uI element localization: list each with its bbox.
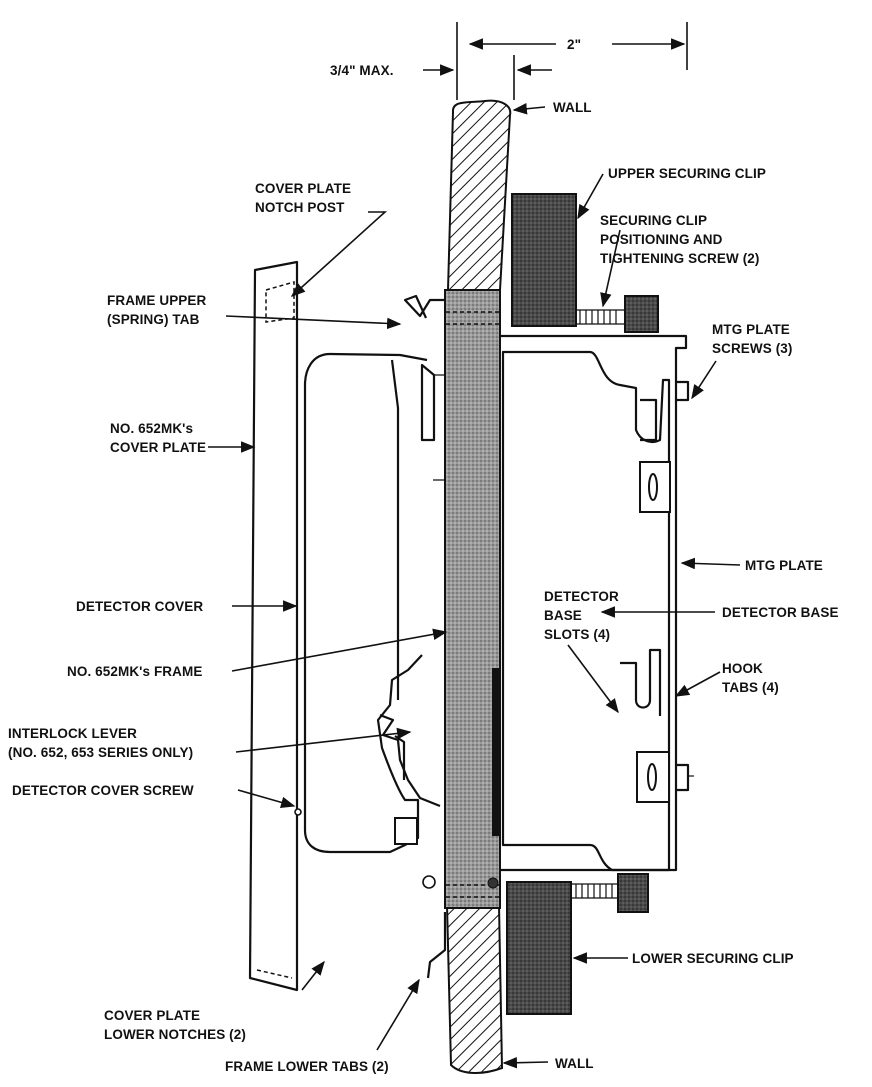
dimension-lines bbox=[423, 22, 688, 100]
detector-cover bbox=[303, 352, 428, 854]
cover-plate bbox=[248, 260, 299, 992]
label-frame-lower-tabs: FRAME LOWER TABS (2) bbox=[225, 1059, 389, 1074]
upper-securing-clip bbox=[511, 193, 577, 327]
label-securing-clip-screw-1: SECURING CLIP bbox=[600, 213, 707, 228]
label-detector-cover-screw: DETECTOR COVER SCREW bbox=[12, 783, 194, 798]
dimension-2-inch: 2" bbox=[567, 37, 581, 52]
lower-securing-clip bbox=[506, 881, 572, 1015]
label-detector-base-slots-3: SLOTS (4) bbox=[544, 627, 610, 642]
label-detector-base-slots-2: BASE bbox=[544, 608, 582, 623]
leader-lines bbox=[208, 103, 741, 1069]
label-interlock-lever-2: (NO. 652, 653 SERIES ONLY) bbox=[8, 745, 193, 760]
label-lower-securing-clip: LOWER SECURING CLIP bbox=[632, 951, 794, 966]
label-interlock-lever-1: INTERLOCK LEVER bbox=[8, 726, 137, 741]
label-hook-tabs-2: TABS (4) bbox=[722, 680, 779, 695]
label-cover-plate-2: COVER PLATE bbox=[110, 440, 206, 455]
dimension-3-4-max: 3/4" MAX. bbox=[330, 63, 394, 78]
notch-post bbox=[265, 281, 295, 323]
label-mtg-plate-screws-1: MTG PLATE bbox=[712, 322, 790, 337]
label-frame-upper-tab-2: (SPRING) TAB bbox=[107, 312, 200, 327]
wall-bottom bbox=[445, 904, 504, 1074]
label-securing-clip-screw-2: POSITIONING AND bbox=[600, 232, 723, 247]
label-upper-securing-clip: UPPER SECURING CLIP bbox=[608, 166, 766, 181]
label-hook-tabs-1: HOOK bbox=[722, 661, 763, 676]
wall-top bbox=[446, 99, 512, 291]
label-frame: NO. 652MK's FRAME bbox=[67, 664, 202, 679]
label-detector-base-slots-1: DETECTOR bbox=[544, 589, 619, 604]
label-wall-bottom: WALL bbox=[555, 1056, 594, 1071]
label-mtg-plate-screws-2: SCREWS (3) bbox=[712, 341, 793, 356]
label-detector-base: DETECTOR BASE bbox=[722, 605, 839, 620]
label-frame-upper-tab-1: FRAME UPPER bbox=[107, 293, 207, 308]
label-cover-plate-lower-notches-1: COVER PLATE bbox=[104, 1008, 200, 1023]
frame-lower-tab bbox=[426, 912, 447, 979]
label-mtg-plate: MTG PLATE bbox=[745, 558, 823, 573]
label-cover-plate-notch-post-2: NOTCH POST bbox=[255, 200, 345, 215]
label-securing-clip-screw-3: TIGHTENING SCREW (2) bbox=[600, 251, 760, 266]
frame-upper-tab bbox=[403, 294, 445, 319]
label-cover-plate-1: NO. 652MK's bbox=[110, 421, 193, 436]
label-cover-plate-lower-notches-2: LOWER NOTCHES (2) bbox=[104, 1027, 246, 1042]
label-wall-top: WALL bbox=[553, 100, 592, 115]
label-cover-plate-notch-post-1: COVER PLATE bbox=[255, 181, 351, 196]
interlock-lever bbox=[379, 713, 441, 808]
detector-base bbox=[501, 350, 671, 872]
frame-bar bbox=[444, 289, 501, 909]
label-detector-cover: DETECTOR COVER bbox=[76, 599, 203, 614]
